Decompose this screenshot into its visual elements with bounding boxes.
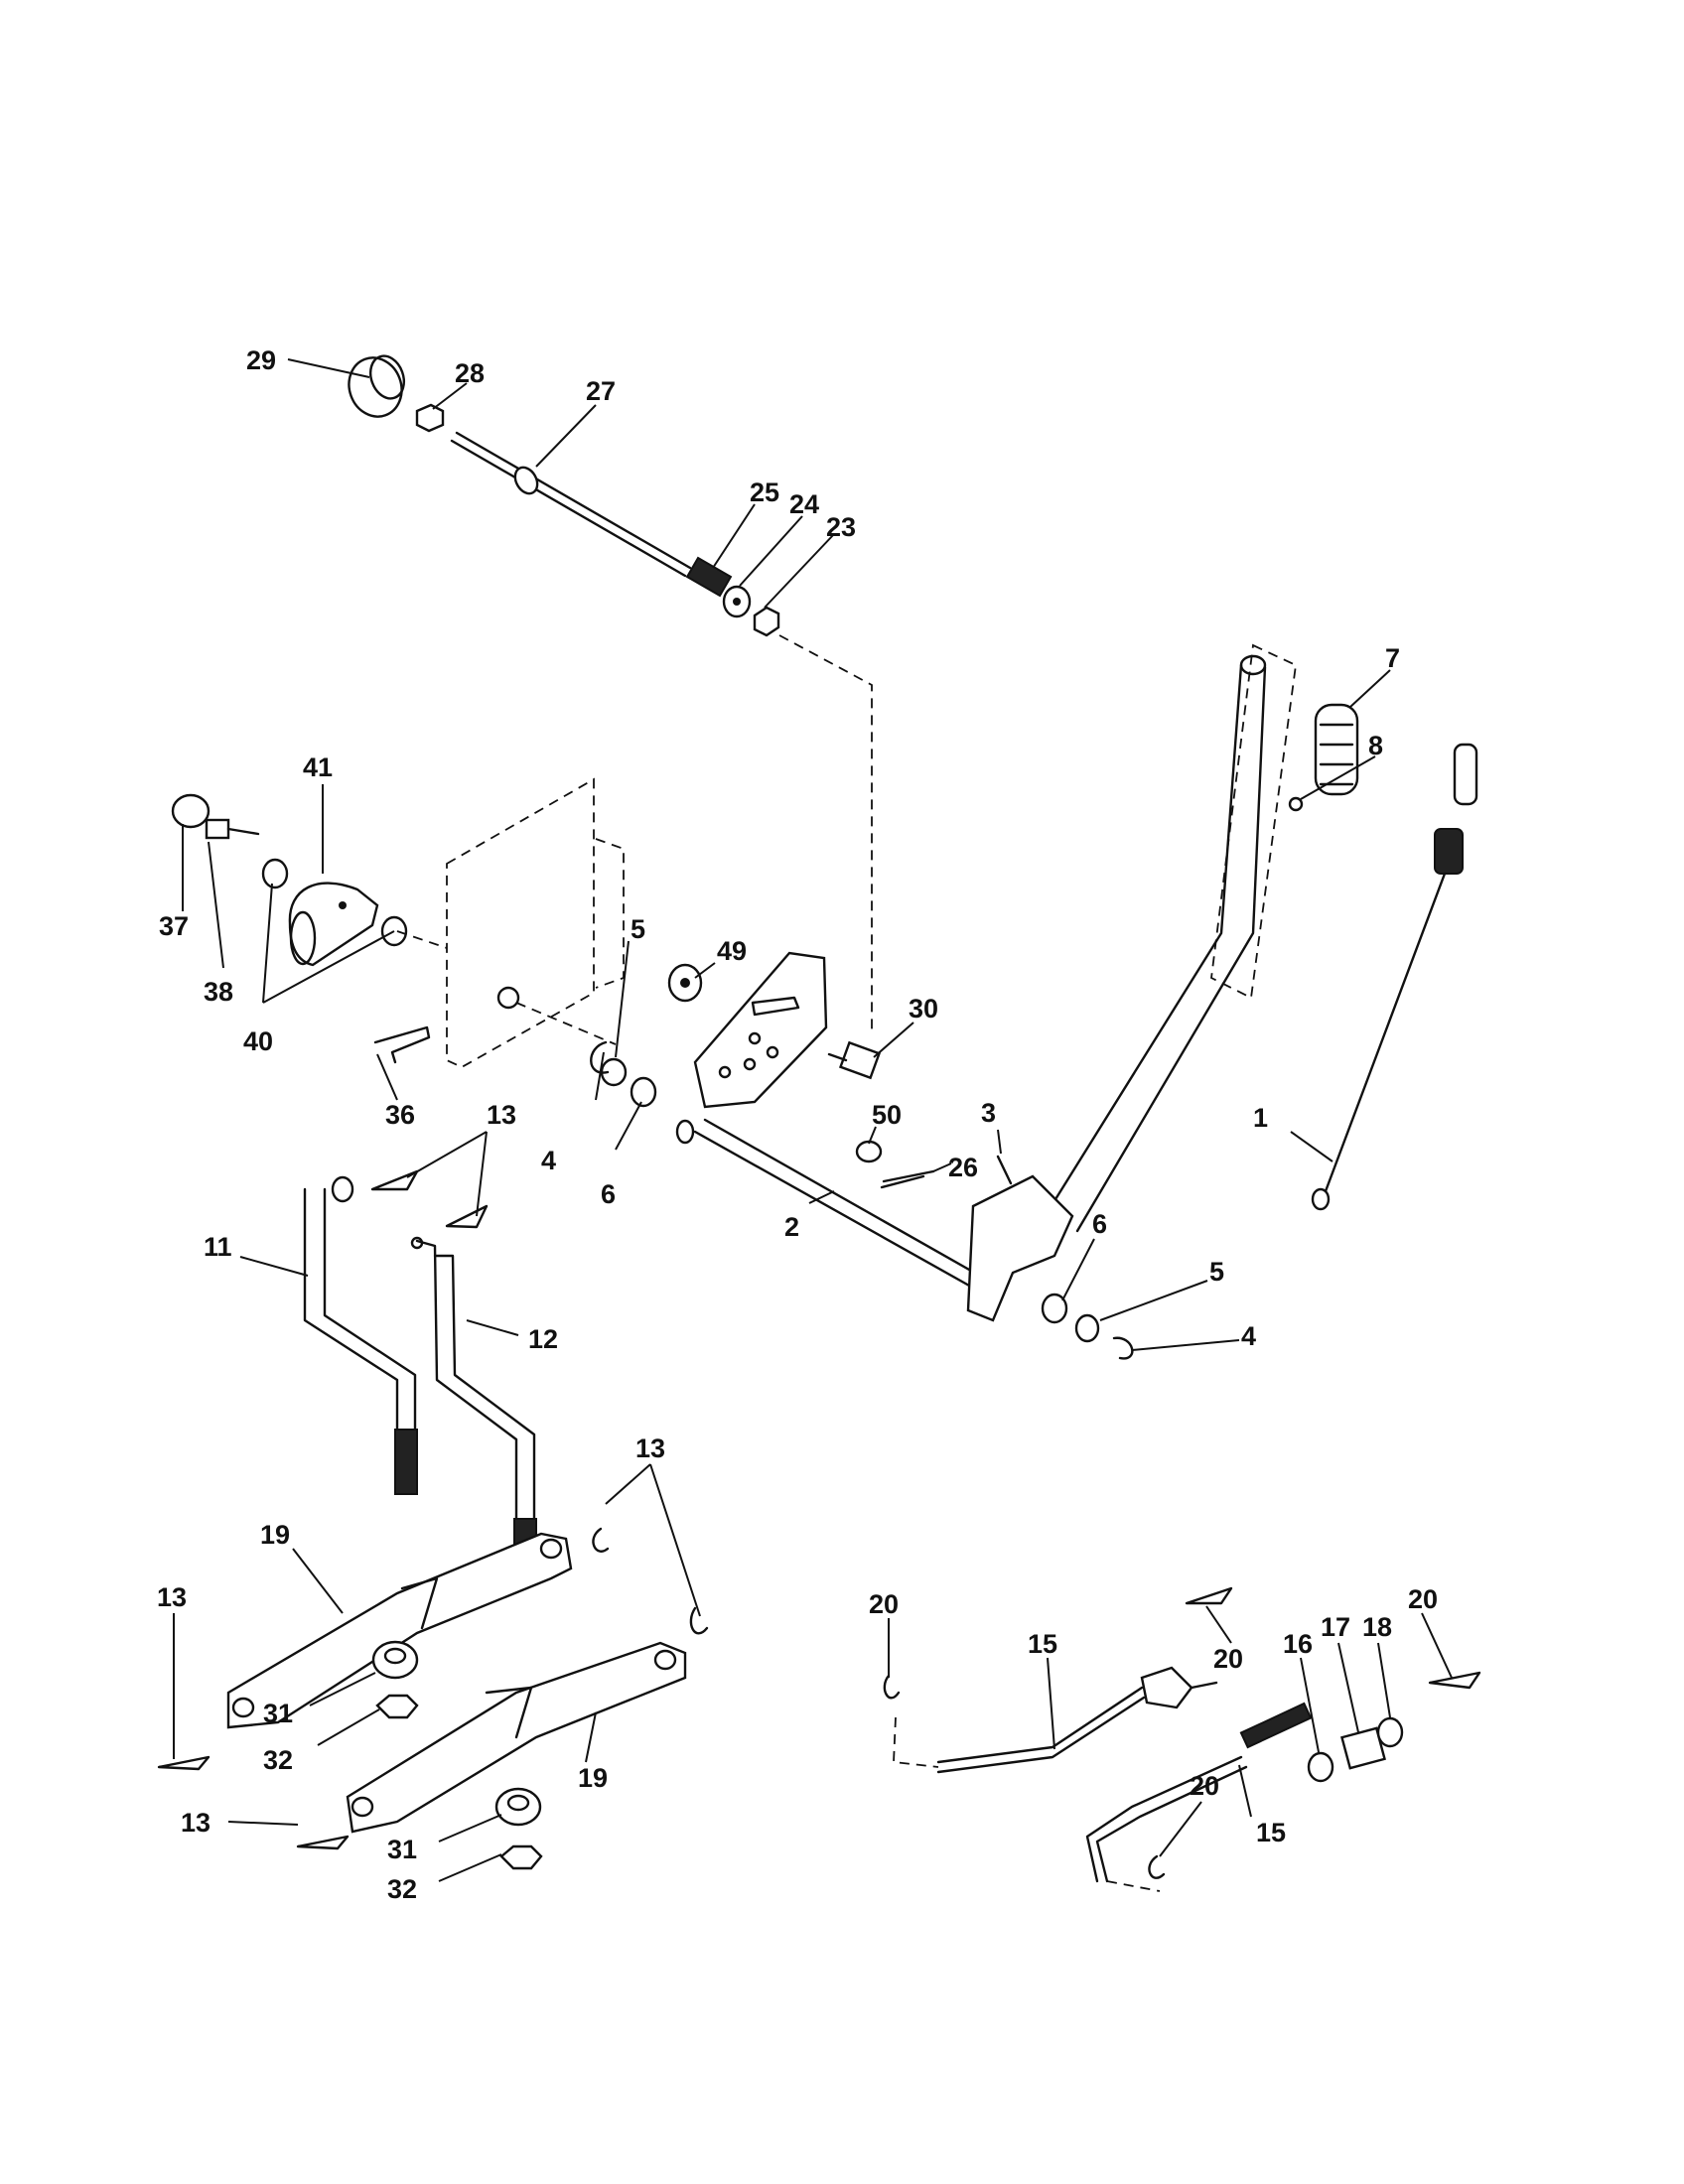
lift-lever: [966, 654, 1267, 1322]
callout-49: 49: [717, 936, 747, 966]
assembly-line-15-20: [893, 1716, 939, 1768]
callout-50: 50: [872, 1100, 902, 1130]
callout-5-left: 5: [631, 914, 645, 944]
callout-25: 25: [750, 478, 779, 507]
callout-29: 29: [246, 345, 276, 375]
lift-plate: [693, 951, 828, 1109]
callout-40: 40: [243, 1026, 273, 1056]
link-11: [303, 1175, 418, 1495]
callout-2: 2: [784, 1212, 799, 1242]
grip-7: [1314, 703, 1359, 796]
spacer-8: [1288, 796, 1304, 812]
callout-6-left: 6: [601, 1179, 616, 1209]
pin-3: [996, 1155, 1013, 1185]
callout-20-left: 20: [869, 1589, 899, 1619]
callout-24: 24: [789, 489, 819, 519]
threaded-rod-27: [450, 431, 692, 578]
callout-32-upper: 32: [263, 1745, 293, 1775]
callout-27: 27: [586, 376, 616, 406]
callout-31-upper: 31: [263, 1699, 293, 1728]
callout-13-top: 13: [487, 1100, 516, 1130]
callout-5-right: 5: [1209, 1257, 1224, 1287]
knob-41: [288, 882, 379, 967]
callout-17: 17: [1321, 1612, 1350, 1642]
callout-20-mid: 20: [1213, 1644, 1243, 1674]
assembly-line-23-30: [778, 634, 873, 1032]
callout-20-lower: 20: [1190, 1771, 1219, 1801]
callout-36: 36: [385, 1100, 415, 1130]
callout-19-upper: 19: [260, 1520, 290, 1550]
callout-3: 3: [981, 1098, 996, 1128]
assembly-line-15-20-lower: [1106, 1880, 1161, 1892]
pin-26: [880, 1169, 935, 1189]
callout-18: 18: [1362, 1612, 1392, 1642]
callout-11: 11: [204, 1232, 232, 1262]
spring-25: [685, 556, 733, 598]
leader-lines: [173, 358, 1453, 1882]
clip-4-left: [590, 1040, 610, 1074]
clip-4-right: [1112, 1336, 1134, 1360]
callout-4-right: 4: [1241, 1321, 1256, 1351]
frame-panel-outline: [446, 777, 625, 1069]
lift-arm-19-upper: [226, 1532, 573, 1729]
nut-18: [1376, 1716, 1404, 1748]
washer-49: [667, 963, 703, 1003]
callout-15-lower: 15: [1256, 1818, 1286, 1847]
nut-23: [753, 606, 780, 637]
knob-29: [348, 354, 406, 418]
clip-37: [171, 793, 210, 829]
callout-1: 1: [1253, 1103, 1268, 1133]
callout-37: 37: [159, 911, 189, 941]
nut-28: [415, 403, 445, 433]
callout-41: 41: [303, 752, 333, 782]
callout-6-right: 6: [1092, 1209, 1107, 1239]
callout-23: 23: [826, 512, 856, 542]
clips-13-top: [370, 1169, 489, 1229]
callout-20-right: 20: [1408, 1584, 1438, 1614]
grip-assembly-outline: [1210, 643, 1297, 1000]
callout-19-lower: 19: [578, 1763, 608, 1793]
clips-20: [883, 1586, 1481, 1879]
clips-13-lower: [157, 1527, 709, 1850]
block-17: [1340, 1726, 1386, 1770]
bracket-36: [373, 1025, 431, 1064]
callout-26: 26: [948, 1153, 978, 1182]
callout-31-lower: 31: [387, 1835, 417, 1864]
callout-38: 38: [204, 977, 233, 1007]
shaft-2: [675, 1118, 987, 1293]
bushing-6-right: [1041, 1293, 1068, 1324]
callout-32-lower: 32: [387, 1874, 417, 1904]
assembly-line-panel-shaft: [515, 1002, 617, 1045]
bolt-38: [205, 818, 260, 840]
callout-8: 8: [1368, 731, 1383, 760]
link-12: [410, 1236, 537, 1584]
ferrule-30: [827, 1040, 882, 1080]
callout-4-left: 4: [541, 1146, 556, 1175]
bushing-6-left: [630, 1076, 657, 1108]
assembly-line-41-panel: [396, 930, 448, 949]
lift-arm-19-lower: [346, 1641, 687, 1834]
washer-24: [722, 585, 752, 618]
cable-1: [1311, 743, 1478, 1211]
nuts-31-32: [371, 1640, 543, 1870]
washer-5-right: [1074, 1313, 1100, 1343]
callout-30: 30: [909, 994, 938, 1024]
callout-12: 12: [528, 1324, 558, 1354]
washer-50: [855, 1140, 883, 1163]
callout-7: 7: [1385, 643, 1400, 673]
rod-15-lower: [1085, 1702, 1313, 1883]
spacer-16: [1307, 1751, 1334, 1783]
callout-13-bottom: 13: [181, 1808, 210, 1838]
callout-13-left: 13: [157, 1582, 187, 1612]
callout-15-upper: 15: [1028, 1629, 1057, 1659]
callout-13-mid: 13: [635, 1433, 665, 1463]
callout-28: 28: [455, 358, 485, 388]
rod-15-upper: [936, 1666, 1218, 1774]
callouts: 29 28 27 25 24 23 7 8 41 37 38 40 36 5 4…: [157, 345, 1438, 1904]
callout-16: 16: [1283, 1629, 1313, 1659]
